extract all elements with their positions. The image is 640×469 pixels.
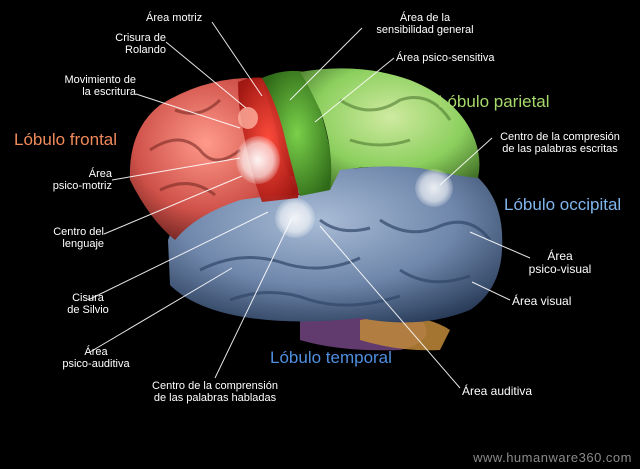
label-area-motriz: Área motriz bbox=[146, 12, 203, 24]
watermark: www.humanware360.com bbox=[473, 450, 632, 465]
label-area-visual: Área visual bbox=[512, 294, 572, 308]
label-area-psico-sensitiva: Área psico-sensitiva bbox=[396, 52, 495, 64]
label-area-auditiva: Área auditiva bbox=[462, 384, 533, 398]
lobe-temporal-label: Lóbulo temporal bbox=[270, 348, 392, 367]
motor-spot bbox=[236, 136, 280, 184]
lobe-parietal-label: Lóbulo parietal bbox=[438, 92, 550, 111]
lobe-occipital-label: Lóbulo occipital bbox=[504, 195, 622, 214]
lobe-frontal-label: Lóbulo frontal bbox=[14, 130, 118, 149]
